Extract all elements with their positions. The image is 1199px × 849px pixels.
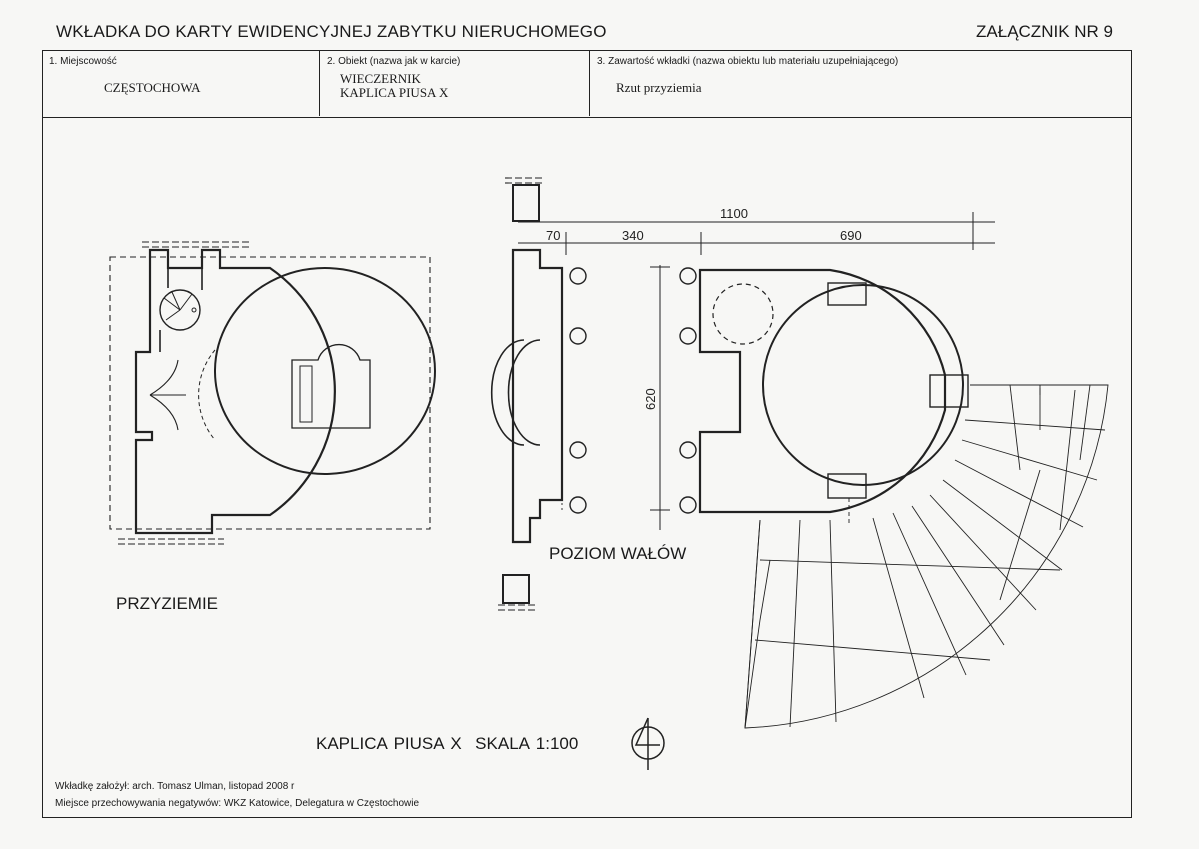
upper-inner-circle <box>762 284 964 486</box>
content-cell: 3. Zawartość wkładki (nazwa obiektu lub … <box>590 50 1132 116</box>
object-cell: 2. Obiekt (nazwa jak w karcie) WIECZERNI… <box>320 50 590 116</box>
ground-floor-plan <box>109 241 436 545</box>
label-ground-floor: PRZYZIEMIE <box>116 594 219 613</box>
footer-storage: Miejsce przechowywania negatywów: WKZ Ka… <box>55 798 420 809</box>
ground-outer-wall <box>134 248 336 535</box>
pillar <box>569 267 587 285</box>
pillar <box>679 496 697 514</box>
dashed-circle <box>712 283 774 345</box>
upper-outer-wall <box>698 268 947 514</box>
altar <box>291 343 371 429</box>
content-label: 3. Zawartość wkładki (nazwa obiektu lub … <box>597 56 899 67</box>
fan-rampart <box>744 384 1109 729</box>
pillar <box>569 441 587 459</box>
document-title: WKŁADKA DO KARTY EWIDENCYJNEJ ZABYTKU NI… <box>56 22 607 41</box>
object-line-2: KAPLICA PIUSA X <box>340 85 449 100</box>
spiral-stair <box>159 289 201 331</box>
fan-outline <box>744 384 1109 729</box>
dim-b-text: 340 <box>622 228 644 243</box>
object-value: WIECZERNIK KAPLICA PIUSA X <box>340 72 448 100</box>
upper-level-plan <box>698 268 969 525</box>
dim-c-text: 690 <box>840 228 862 243</box>
rampart-section <box>490 177 697 611</box>
pillar <box>569 496 587 514</box>
dim-v-text: 620 <box>643 388 658 410</box>
drawing-caption: KAPLICA PIUSA X SKALA 1:100 <box>316 734 579 753</box>
object-line-1: WIECZERNIK <box>340 71 421 86</box>
ground-inner-nave <box>214 267 436 475</box>
dimension-lines <box>518 212 995 530</box>
label-rampart-level: POZIOM WAŁÓW <box>549 544 687 563</box>
annex-number: ZAŁĄCZNIK NR 9 <box>976 22 1113 41</box>
pillar <box>679 267 697 285</box>
locality-label: 1. Miejscowość <box>49 56 117 67</box>
locality-value: CZĘSTOCHOWA <box>104 80 201 95</box>
locality-cell: 1. Miejscowość CZĘSTOCHOWA <box>42 50 320 116</box>
object-label: 2. Obiekt (nazwa jak w karcie) <box>327 56 461 67</box>
north-arrow-icon <box>631 717 665 770</box>
rampart-wall <box>511 248 564 544</box>
ground-dashed-outline <box>109 256 431 530</box>
pillar <box>569 327 587 345</box>
pillar <box>679 327 697 345</box>
page-frame <box>42 50 1132 818</box>
entrance-doors <box>149 359 179 431</box>
footer-author: Wkładkę założył: arch. Tomasz Ulman, lis… <box>55 781 295 792</box>
header-table: 1. Miejscowość CZĘSTOCHOWA 2. Obiekt (na… <box>42 50 1132 118</box>
dim-total-text: 1100 <box>720 206 748 221</box>
content-value: Rzut przyziemia <box>616 80 702 95</box>
pillar <box>679 441 697 459</box>
dim-a-text: 70 <box>546 228 560 243</box>
